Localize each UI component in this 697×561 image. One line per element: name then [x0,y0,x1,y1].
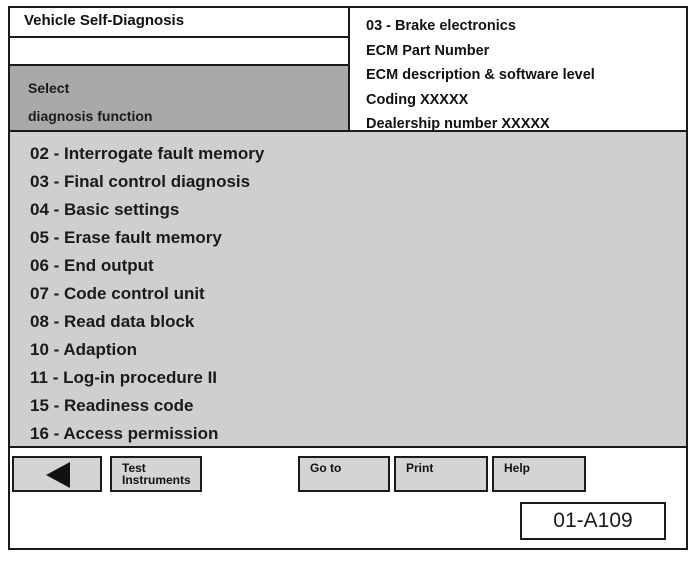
menu-item-login-procedure[interactable]: 11 - Log-in procedure II [30,368,218,387]
test-instruments-button[interactable]: Test Instruments [110,456,202,492]
menu-item-interrogate-fault-memory[interactable]: 02 - Interrogate fault memory [30,144,265,163]
test-instruments-label: Test Instruments [122,462,191,486]
print-label: Print [406,461,434,475]
test-label-line1: Test [122,461,146,475]
menu-item-adaption[interactable]: 10 - Adaption [30,340,138,359]
function-menu: 02 - Interrogate fault memory 03 - Final… [10,130,686,448]
go-to-button[interactable]: Go to [298,456,390,492]
info-dealership: Dealership number XXXXX [366,116,550,132]
diagnosis-screen: Vehicle Self-Diagnosis Select diagnosis … [8,6,688,550]
screen-title: Vehicle Self-Diagnosis [10,8,350,38]
menu-item-end-output[interactable]: 06 - End output [30,256,154,275]
select-prompt-line2: diagnosis function [28,108,153,124]
blank-field [10,38,350,66]
menu-item-code-control-unit[interactable]: 07 - Code control unit [30,284,205,303]
figure-code: 01-A109 [520,502,666,540]
select-prompt: Select diagnosis function [10,66,350,130]
select-prompt-line1: Select [28,80,70,96]
menu-item-basic-settings[interactable]: 04 - Basic settings [30,200,180,219]
info-coding: Coding XXXXX [366,91,469,108]
info-part-number: ECM Part Number [366,42,490,59]
menu-item-read-data-block[interactable]: 08 - Read data block [30,312,195,331]
help-button[interactable]: Help [492,456,586,492]
menu-item-access-permission[interactable]: 16 - Access permission [30,424,219,443]
menu-item-readiness-code[interactable]: 15 - Readiness code [30,396,194,415]
go-to-label: Go to [310,461,342,475]
test-label-line2: Instruments [122,473,191,487]
control-unit-info: 03 - Brake electronics ECM Part Number E… [350,8,686,132]
info-description: ECM description & software level [366,67,595,83]
help-label: Help [504,461,531,475]
menu-item-final-control-diagnosis[interactable]: 03 - Final control diagnosis [30,172,251,191]
menu-item-erase-fault-memory[interactable]: 05 - Erase fault memory [30,228,222,247]
left-arrow-icon [46,462,70,488]
back-button[interactable] [12,456,102,492]
print-button[interactable]: Print [394,456,488,492]
info-control-unit: 03 - Brake electronics [366,18,516,34]
